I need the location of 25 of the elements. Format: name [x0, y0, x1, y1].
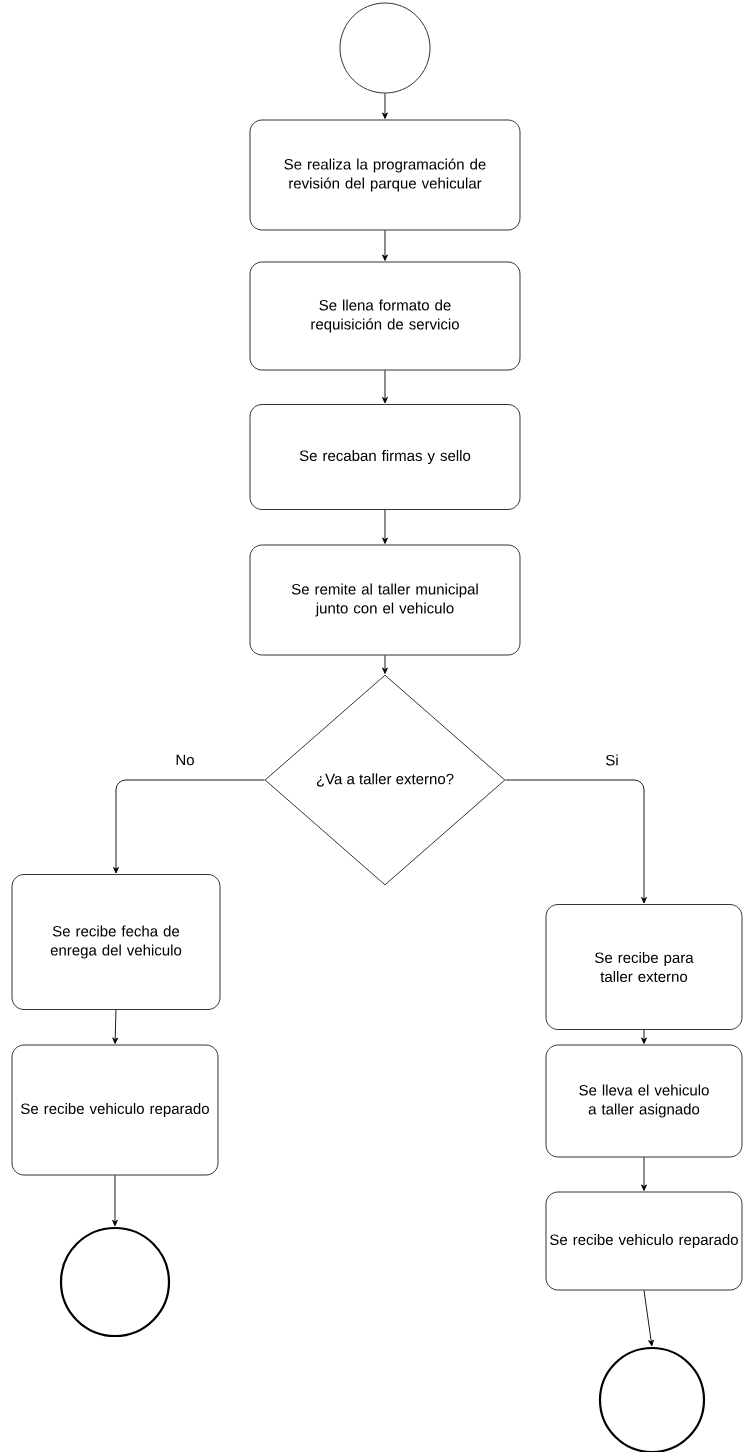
start-circle — [339, 2, 431, 94]
arrow — [112, 1174, 118, 1227]
process-box: Se recibe vehiculo reparado — [545, 1191, 743, 1291]
arrow — [382, 229, 388, 261]
process-box: Se realiza la programación de revisión del parque vehicular — [249, 119, 521, 231]
process-box: Se recibe vehiculo reparado — [11, 1044, 219, 1176]
arrow — [643, 1289, 654, 1347]
process-box: Se recibe fecha de enrega del vehiculo — [11, 874, 221, 1010]
process-box: Se recibe para taller externo — [545, 904, 743, 1030]
process-box: Se llena formato de requisición de servicio — [249, 261, 521, 371]
arrow — [382, 509, 388, 544]
process-box: Se lleva el vehiculo a taller asignado — [545, 1044, 743, 1158]
arrow — [112, 1009, 119, 1044]
arrow — [113, 779, 266, 874]
process-box: Se recaban firmas y sello — [249, 404, 521, 510]
arrow — [382, 654, 388, 674]
arrow — [641, 1156, 647, 1191]
process-box: Se remite al taller municipal junto con el vehiculo — [249, 544, 521, 656]
arrow — [504, 779, 647, 904]
arrow — [382, 369, 388, 404]
end-circle — [59, 1226, 171, 1338]
edge-label: Si — [604, 753, 620, 767]
arrow — [382, 92, 388, 119]
edge-label: No — [174, 753, 196, 767]
arrow — [641, 1029, 647, 1044]
